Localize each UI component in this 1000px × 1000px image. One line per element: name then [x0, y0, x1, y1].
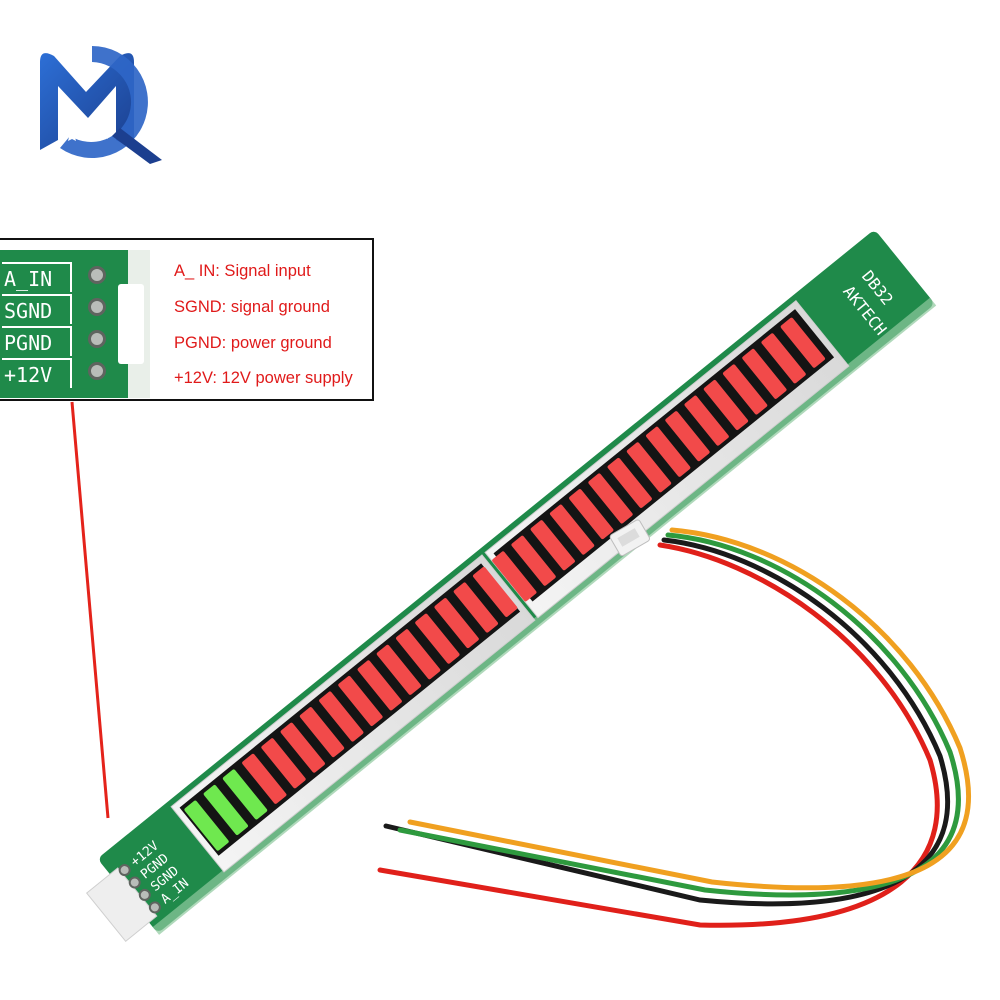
wire-black: [383, 537, 951, 907]
led-segment-red: [357, 660, 402, 711]
led-segment-red: [396, 629, 441, 680]
callout-pin-label: A_IN: [2, 262, 72, 292]
led-segment-red: [338, 676, 383, 726]
logo-m-shape: [40, 53, 134, 150]
pin-hole-icon: [88, 330, 106, 348]
led-segment-red: [742, 348, 787, 399]
callout-pin-label: SGND: [2, 294, 72, 324]
led-segment-red: [415, 613, 460, 664]
led-segment-red: [665, 411, 710, 462]
wire-harness: [377, 519, 972, 928]
callout-pin-label: PGND: [2, 326, 72, 356]
pin-description-12v: +12V: 12V power supply: [174, 369, 353, 387]
led-segment-red: [492, 551, 537, 602]
callout-pointer-line: [70, 401, 110, 819]
led-segment-red: [319, 691, 364, 742]
led-segment-red: [607, 457, 652, 508]
pin-hole-icon: [88, 362, 106, 380]
wire-red: [377, 542, 940, 928]
led-segment-red: [280, 722, 325, 773]
led-segment-red: [626, 442, 672, 493]
led-segment-red: [472, 566, 518, 617]
pin-hole-icon: [88, 298, 106, 316]
led-segment-red: [434, 598, 479, 649]
led-segment-red: [511, 535, 556, 586]
logo-star-icon: [66, 130, 78, 141]
led-segment-green: [222, 769, 268, 820]
led-segment-red: [780, 317, 825, 368]
led-segment-red: [646, 426, 691, 477]
wire-green: [397, 532, 961, 898]
led-segments: [184, 317, 825, 851]
logo-q-tail: [112, 128, 162, 164]
logo-q-ring: [60, 46, 148, 158]
led-segment-red: [453, 582, 498, 633]
pcb-edge-highlight: [152, 297, 937, 935]
led-segment-red: [761, 333, 806, 384]
pin-description-sgnd: SGND: signal ground: [174, 298, 330, 316]
logo-star-icon: [97, 126, 111, 139]
pin-hole-icon: [118, 864, 131, 877]
pin-description-pgnd: PGND: power ground: [174, 334, 332, 352]
pin-hole-icon: [138, 888, 151, 901]
led-segment-green: [203, 784, 248, 835]
callout-pin-label: +12V: [2, 358, 72, 388]
wire-orange: [407, 527, 972, 891]
pinout-callout: A_IN SGND PGND +12V A_ IN: Signal input …: [0, 238, 374, 401]
led-segment-red: [299, 707, 345, 758]
pin-hole-icon: [148, 901, 161, 914]
pin-hole-icon: [128, 876, 141, 889]
led-segment-red: [242, 753, 287, 804]
brand-logo: [40, 46, 162, 164]
jst-connector-icon: [609, 519, 650, 557]
logo-star-icon: [75, 116, 97, 137]
callout-connector-notch: [118, 284, 144, 364]
led-segment-red: [530, 520, 575, 571]
led-segment-red: [723, 364, 768, 415]
led-segment-red: [684, 395, 729, 446]
led-segment-red: [569, 489, 614, 540]
connector-housing: [85, 867, 158, 942]
led-segment-red: [703, 380, 749, 431]
led-segment-red: [261, 738, 306, 789]
pin-hole-icon: [88, 266, 106, 284]
led-segment-red: [376, 644, 422, 695]
led-segment-red: [549, 504, 595, 555]
led-segment-green: [184, 800, 229, 851]
led-segment-red: [588, 473, 633, 524]
pin-description-a-in: A_ IN: Signal input: [174, 262, 311, 280]
